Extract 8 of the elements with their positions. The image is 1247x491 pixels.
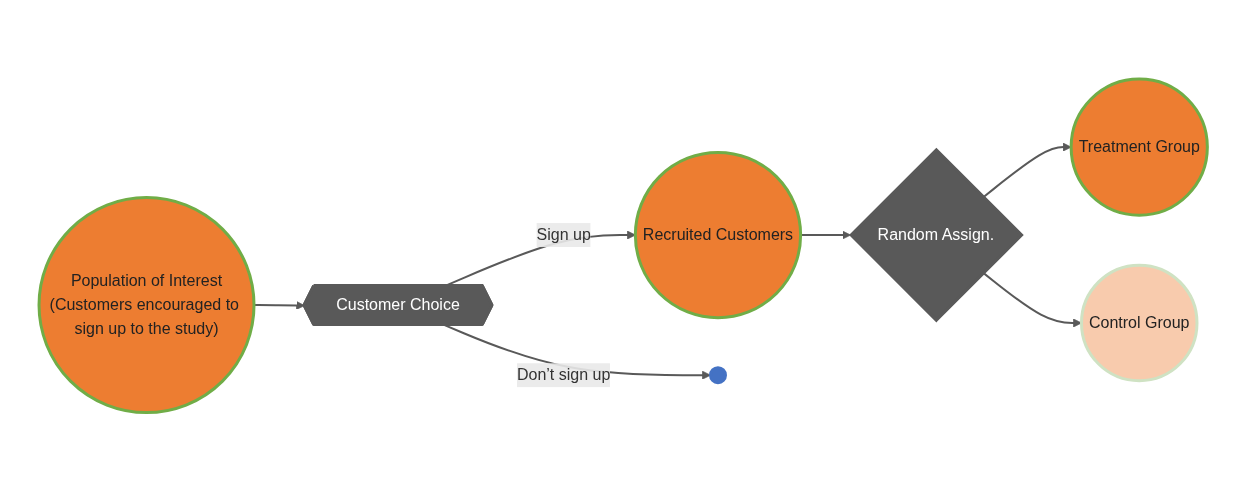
edge-label: Don’t sign up	[517, 365, 611, 383]
node-diamond: Random Assign.	[849, 147, 1025, 323]
edge-label: Sign up	[536, 225, 592, 243]
node-circle: Control Group	[1080, 263, 1199, 382]
node-circle: Recruited Customers	[634, 150, 803, 319]
node-circle: Treatment Group	[1069, 77, 1210, 217]
node-circle: Population of Interest (Customers encouraged to sign up to the study)	[37, 195, 256, 414]
node-circle	[709, 365, 728, 384]
